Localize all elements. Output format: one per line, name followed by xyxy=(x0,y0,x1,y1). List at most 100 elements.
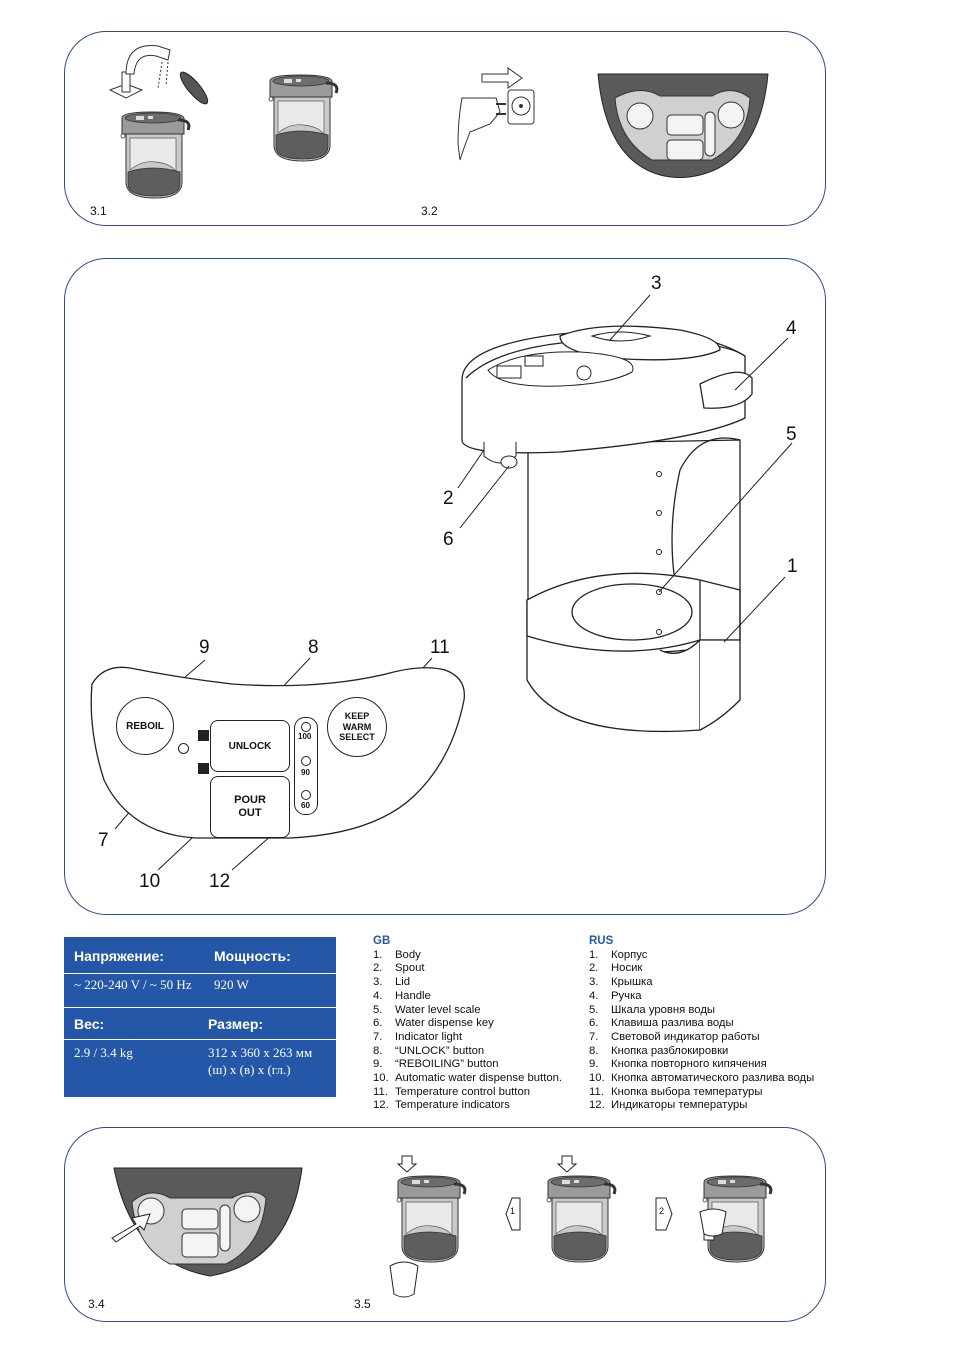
legend-item: 3.Крышка xyxy=(589,976,829,990)
callout-11: 11 xyxy=(430,637,450,658)
callout-3: 3 xyxy=(651,273,662,294)
size-value-line1: 312 x 360 x 263 мм xyxy=(208,1045,313,1060)
legend-item-number: 8. xyxy=(373,1044,383,1057)
pour-out-label-line2: OUT xyxy=(238,807,262,819)
legend-item-text: Клавиша разлива воды xyxy=(611,1017,734,1030)
legend-item-text: “UNLOCK” button xyxy=(395,1044,485,1057)
legend-item-number: 8. xyxy=(589,1044,599,1057)
callout-4: 4 xyxy=(786,318,797,339)
legend-item-text: Temperature control button xyxy=(395,1085,531,1098)
legend-item-text: Кнопка разблокировки xyxy=(611,1044,729,1057)
callout-7: 7 xyxy=(98,830,109,851)
weight-label: Вес: xyxy=(74,1016,105,1032)
pot-closed-illustration xyxy=(267,73,339,163)
legend-item: 3.Lid xyxy=(373,976,578,990)
legend-item-number: 11. xyxy=(589,1085,604,1098)
power-label: Мощность: xyxy=(214,948,291,964)
legend-item: 2. Носик xyxy=(589,962,829,976)
callout-1: 1 xyxy=(787,556,798,577)
keep-warm-label-line1: KEEP xyxy=(344,711,370,722)
legend-item: 12. Temperature indicators xyxy=(373,1099,578,1113)
legend-item-text: Temperature indicators xyxy=(395,1099,510,1112)
callout-12: 12 xyxy=(209,871,231,892)
legend-item-text: Кнопка повторного кипячения xyxy=(611,1058,767,1071)
callout-8: 8 xyxy=(308,637,319,658)
legend-item: 12.Индикаторы температуры xyxy=(589,1099,829,1113)
callout-6: 6 xyxy=(443,529,454,550)
pour-out-label-line1: POUR xyxy=(234,794,266,806)
figure-panel-top xyxy=(64,31,826,226)
legend-item-text: Spout xyxy=(395,962,425,975)
legend-item-text: Indicator light xyxy=(395,1030,463,1043)
temp-60-light xyxy=(301,790,311,800)
legend-item-number: 9. xyxy=(589,1058,599,1071)
legend-item-text: Water dispense key xyxy=(395,1017,494,1030)
legend-item-text: Lid xyxy=(395,976,411,989)
specs-divider-2 xyxy=(64,1007,336,1008)
legend-item-number: 1. xyxy=(373,948,383,961)
callout-10: 10 xyxy=(139,871,161,892)
keep-warm-label-line3: SELECT xyxy=(339,732,375,743)
dark-control-panel-reboil-illustration xyxy=(111,1167,303,1277)
legend-item-number: 4. xyxy=(589,989,599,1002)
legend-item: 10.Automatic water dispense button. xyxy=(373,1072,578,1086)
weight-value: 2.9 / 3.4 kg xyxy=(74,1045,133,1060)
legend-item-text: Кнопка выбора температуры xyxy=(611,1085,763,1098)
legend-item-number: 12. xyxy=(373,1099,389,1112)
legend-rus-heading: RUS xyxy=(589,935,614,947)
legend-item-number: 5. xyxy=(589,1003,599,1016)
figure-panel-bottom xyxy=(64,1127,826,1322)
legend-item-number: 6. xyxy=(373,1017,383,1030)
callout-2: 2 xyxy=(443,488,454,509)
size-label: Размер: xyxy=(208,1016,264,1032)
lid-disc xyxy=(179,71,209,105)
legend-item: 8. “UNLOCK” button xyxy=(373,1045,578,1059)
step-number-1: 1 xyxy=(510,1206,516,1216)
specifications-box: Напряжение: Мощность: ~ 220-240 V / ~ 50… xyxy=(64,937,336,1097)
figure-label-3-2: 3.2 xyxy=(421,204,438,218)
callout-5: 5 xyxy=(786,424,797,445)
legend-item-number: 5. xyxy=(373,1003,383,1016)
legend-item: 11. Кнопка выбора температуры xyxy=(589,1086,829,1100)
legend-item-text: Кнопка автоматического разлива воды xyxy=(611,1072,815,1085)
legend-item-number: 4. xyxy=(373,989,383,1002)
legend-item: 4.Ручка xyxy=(589,990,829,1004)
legend-item-number: 1. xyxy=(589,948,599,961)
step-number-2: 2 xyxy=(659,1206,665,1216)
legend-item: 5. Шкала уровня воды xyxy=(589,1004,829,1018)
voltage-value: ~ 220-240 V / ~ 50 Hz xyxy=(74,977,192,992)
legend-item-text: Носик xyxy=(611,962,643,975)
main-pot-illustration xyxy=(461,325,753,733)
unlock-button[interactable]: UNLOCK xyxy=(210,720,290,772)
legend-item-number: 3. xyxy=(589,976,599,989)
legend-item: 9.“REBOILING” button xyxy=(373,1058,578,1072)
legend-item: 5.Water level scale xyxy=(373,1004,578,1018)
legend-item-text: Индикаторы температуры xyxy=(611,1099,748,1112)
legend-item-number: 9. xyxy=(373,1058,383,1071)
unlock-icon xyxy=(198,730,209,741)
legend-item-number: 2. xyxy=(589,962,599,975)
legend-item-text: Automatic water dispense button. xyxy=(395,1072,563,1085)
legend-item-number: 7. xyxy=(373,1030,383,1043)
unlock-label: UNLOCK xyxy=(228,740,272,752)
figure-label-3-1: 3.1 xyxy=(90,204,107,218)
legend-item: 11.Temperature control button xyxy=(373,1086,578,1100)
figure-panel-main xyxy=(64,258,826,915)
legend-item: 8. Кнопка разблокировки xyxy=(589,1045,829,1059)
legend-item-number: 10. xyxy=(589,1072,605,1085)
size-value-line2: (ш) x (в) x (гл.) xyxy=(208,1062,291,1077)
legend-item: 9. Кнопка повторного кипячения xyxy=(589,1058,829,1072)
legend-item-text: Шкала уровня воды xyxy=(611,1003,716,1016)
temp-100-light xyxy=(301,722,311,732)
legend-item-number: 6. xyxy=(589,1017,599,1030)
reboil-button[interactable]: REBOIL xyxy=(116,697,174,755)
process-arrows xyxy=(396,1155,715,1241)
legend-item-text: Световой индикатор работы xyxy=(611,1030,760,1043)
lock-icon xyxy=(198,763,209,774)
legend-item: 6. Water dispense key xyxy=(373,1017,578,1031)
reboil-label: REBOIL xyxy=(126,720,164,732)
